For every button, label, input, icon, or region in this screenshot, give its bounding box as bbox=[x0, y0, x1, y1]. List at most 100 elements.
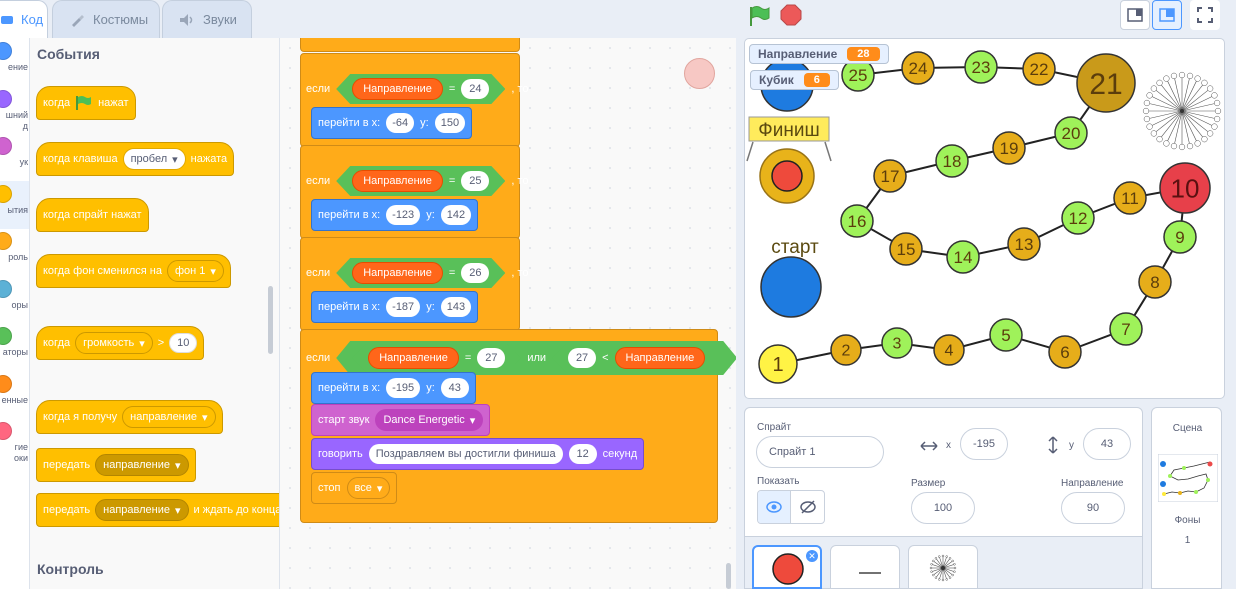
hide-button[interactable] bbox=[791, 491, 824, 523]
stage-selector[interactable]: Сцена Фоны 1 bbox=[1151, 407, 1222, 589]
when-key-pressed-block[interactable]: когда клавиша пробел▾ нажата bbox=[36, 142, 235, 176]
backdrop-dropdown[interactable]: фон 1▾ bbox=[167, 260, 224, 282]
category-item[interactable]: енные bbox=[0, 371, 29, 419]
stop-dropdown[interactable]: все▾ bbox=[346, 477, 391, 499]
tab-costumes[interactable]: Костюмы bbox=[52, 0, 160, 38]
backdrops-label: Фоны bbox=[1174, 515, 1201, 526]
board-node: 12 bbox=[1061, 201, 1095, 235]
board-node: 4 bbox=[933, 334, 965, 366]
message-dropdown[interactable]: направление▾ bbox=[122, 406, 216, 428]
board-node: 24 bbox=[901, 51, 935, 85]
message-dropdown[interactable]: направление▾ bbox=[95, 499, 189, 521]
y-input[interactable]: 142 bbox=[440, 205, 472, 225]
y-input[interactable]: 150 bbox=[434, 113, 466, 133]
x-input[interactable]: -64 bbox=[386, 113, 415, 133]
sensor-dropdown[interactable]: громкость▾ bbox=[75, 332, 153, 354]
tab-code[interactable]: Код bbox=[0, 0, 48, 38]
compare-value-input[interactable]: 27 bbox=[477, 348, 505, 368]
sprite-tile-selected[interactable]: ✕ bbox=[752, 545, 822, 589]
normal-stage-button[interactable] bbox=[1152, 0, 1182, 30]
show-button[interactable] bbox=[758, 491, 792, 523]
equals-operator[interactable]: Направление=24 bbox=[336, 74, 505, 104]
x-input[interactable]: -195 bbox=[960, 428, 1008, 460]
when-loudness-block[interactable]: когда громкость▾ > 10 bbox=[36, 326, 205, 360]
y-label: y: bbox=[420, 117, 429, 129]
when-flag-clicked-block[interactable]: когда нажат bbox=[36, 86, 136, 120]
y-input[interactable]: 43 bbox=[440, 378, 469, 398]
compare-value-input[interactable]: 25 bbox=[461, 171, 489, 191]
direction-variable[interactable]: Направление bbox=[615, 347, 706, 369]
threshold-input[interactable]: 10 bbox=[169, 333, 198, 353]
message-dropdown[interactable]: направление▾ bbox=[95, 454, 189, 476]
category-item[interactable]: гие оки bbox=[0, 418, 29, 466]
direction-variable[interactable]: Направление bbox=[352, 170, 443, 192]
x-input[interactable]: -195 bbox=[386, 378, 421, 398]
y-input[interactable]: 43 bbox=[1083, 428, 1131, 460]
category-item[interactable]: ук bbox=[0, 133, 29, 181]
when-sprite-clicked-block[interactable]: когда спрайт нажат bbox=[36, 198, 149, 232]
stop-icon[interactable] bbox=[780, 4, 802, 26]
green-flag-icon[interactable] bbox=[748, 5, 772, 27]
broadcast-block[interactable]: передать направление▾ bbox=[36, 448, 196, 482]
block-text: нажата bbox=[190, 153, 228, 165]
tab-sounds[interactable]: Звуки bbox=[162, 0, 252, 38]
sprite-name-input[interactable]: Спрайт 1 bbox=[756, 436, 884, 468]
board-node-label: 19 bbox=[1000, 139, 1019, 158]
palette-scrollbar[interactable] bbox=[268, 286, 273, 354]
control-block-end[interactable] bbox=[300, 38, 520, 52]
block-text: нажат bbox=[98, 97, 129, 109]
workspace-scrollbar[interactable] bbox=[726, 563, 731, 589]
equals-operator[interactable]: Направление=26 bbox=[336, 258, 505, 288]
compare-value-input[interactable]: 26 bbox=[461, 263, 489, 283]
secs-input[interactable]: 12 bbox=[568, 444, 597, 464]
backdrop-value: фон 1 bbox=[175, 265, 206, 277]
sound-dropdown[interactable]: Dance Energetic▾ bbox=[375, 409, 484, 431]
when-i-receive-block[interactable]: когда я получу направление▾ bbox=[36, 400, 223, 434]
sprite-tile-wheel[interactable] bbox=[908, 545, 978, 589]
delete-sprite-icon[interactable]: ✕ bbox=[806, 550, 818, 562]
variable-monitor-direction[interactable]: Направление 28 bbox=[749, 44, 889, 64]
category-label: роль bbox=[8, 252, 28, 262]
tab-sounds-label: Звуки bbox=[203, 12, 237, 27]
sprite-tile-arrow[interactable] bbox=[830, 545, 900, 589]
small-stage-button[interactable] bbox=[1120, 0, 1150, 30]
category-item[interactable]: ение bbox=[0, 38, 29, 86]
board-node-label: 25 bbox=[849, 66, 868, 85]
category-item[interactable]: оры bbox=[0, 276, 29, 324]
direction-variable[interactable]: Направление bbox=[352, 262, 443, 284]
y-input[interactable]: 143 bbox=[440, 297, 472, 317]
category-item[interactable]: ытия bbox=[0, 180, 29, 229]
fullscreen-button[interactable] bbox=[1190, 0, 1220, 30]
category-item[interactable]: роль bbox=[0, 228, 29, 276]
less-than-operator[interactable]: 27<Направление bbox=[552, 344, 721, 372]
direction-variable[interactable]: Направление bbox=[368, 347, 459, 369]
board-node-label: 10 bbox=[1171, 174, 1200, 204]
red-ball-thumbnail bbox=[772, 553, 804, 585]
x-input[interactable]: -187 bbox=[386, 297, 421, 317]
direction-input[interactable]: 90 bbox=[1061, 492, 1125, 524]
x-input[interactable]: -123 bbox=[386, 205, 421, 225]
board-node-label: 17 bbox=[881, 167, 900, 186]
equals-operator[interactable]: Направление=25 bbox=[336, 166, 505, 196]
when-backdrop-switches-block[interactable]: когда фон сменился на фон 1▾ bbox=[36, 254, 231, 288]
broadcast-and-wait-block[interactable]: передать направление▾ и ждать до конца bbox=[36, 493, 279, 527]
direction-variable[interactable]: Направление bbox=[352, 78, 443, 100]
compare-value-input[interactable]: 27 bbox=[568, 348, 596, 368]
compare-value-input[interactable]: 24 bbox=[461, 79, 489, 99]
key-dropdown[interactable]: пробел▾ bbox=[122, 148, 186, 170]
category-item[interactable]: аторы bbox=[0, 323, 29, 371]
equals-operator[interactable]: Направление=27 bbox=[352, 344, 521, 372]
variable-monitor-dice[interactable]: Кубик 6 bbox=[750, 70, 839, 90]
say-text-input[interactable]: Поздравляем вы достигли финиша bbox=[368, 444, 563, 464]
size-input[interactable]: 100 bbox=[911, 492, 975, 524]
category-item[interactable]: шний д bbox=[0, 86, 29, 134]
